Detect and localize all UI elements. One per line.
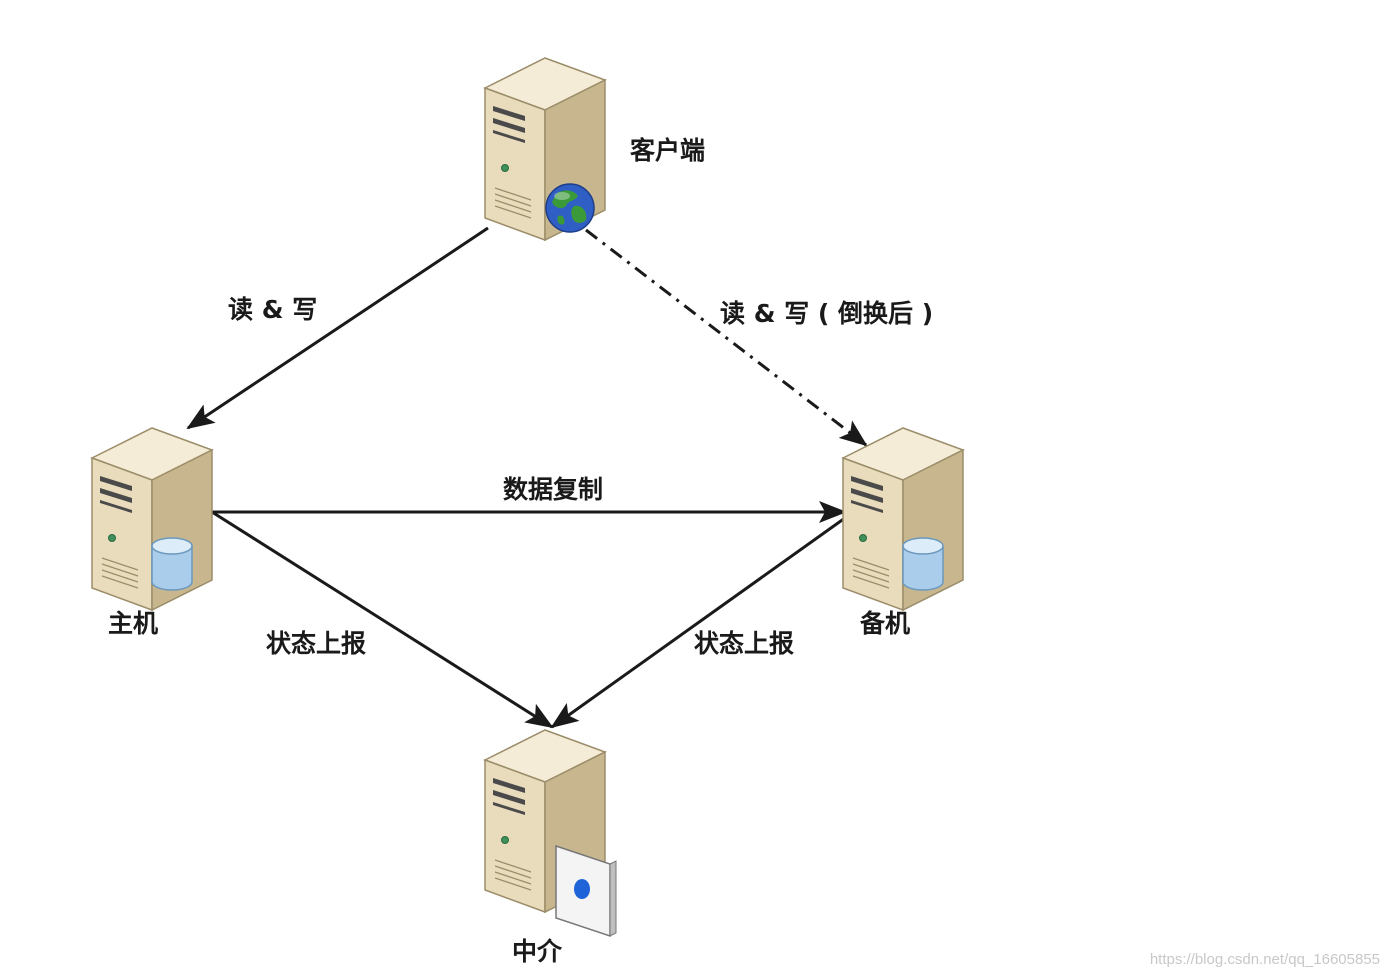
edge-client-to-master	[186, 226, 489, 430]
client-to-standby-label: 读 & 写 ( 倒换后 )	[720, 299, 933, 328]
master-database-icon	[151, 537, 193, 591]
globe-icon	[545, 183, 595, 233]
edge-master-status	[211, 510, 554, 729]
edge-client-to-standby	[585, 228, 868, 447]
watermark-text: https://blog.csdn.net/qq_16605855	[1150, 951, 1380, 968]
client-label: 客户端	[630, 136, 705, 165]
broker-label: 中介	[512, 937, 563, 966]
standby-status-label: 状态上报	[694, 629, 794, 658]
certificate-badge-icon	[555, 844, 617, 938]
master-status-label: 状态上报	[266, 629, 366, 658]
replication-label: 数据复制	[503, 475, 603, 504]
standby-database-icon	[902, 537, 944, 591]
master-label: 主机	[108, 609, 158, 638]
edge-standby-status	[550, 516, 846, 729]
client-to-master-label: 读 & 写	[228, 295, 317, 324]
standby-label: 备机	[859, 609, 910, 638]
